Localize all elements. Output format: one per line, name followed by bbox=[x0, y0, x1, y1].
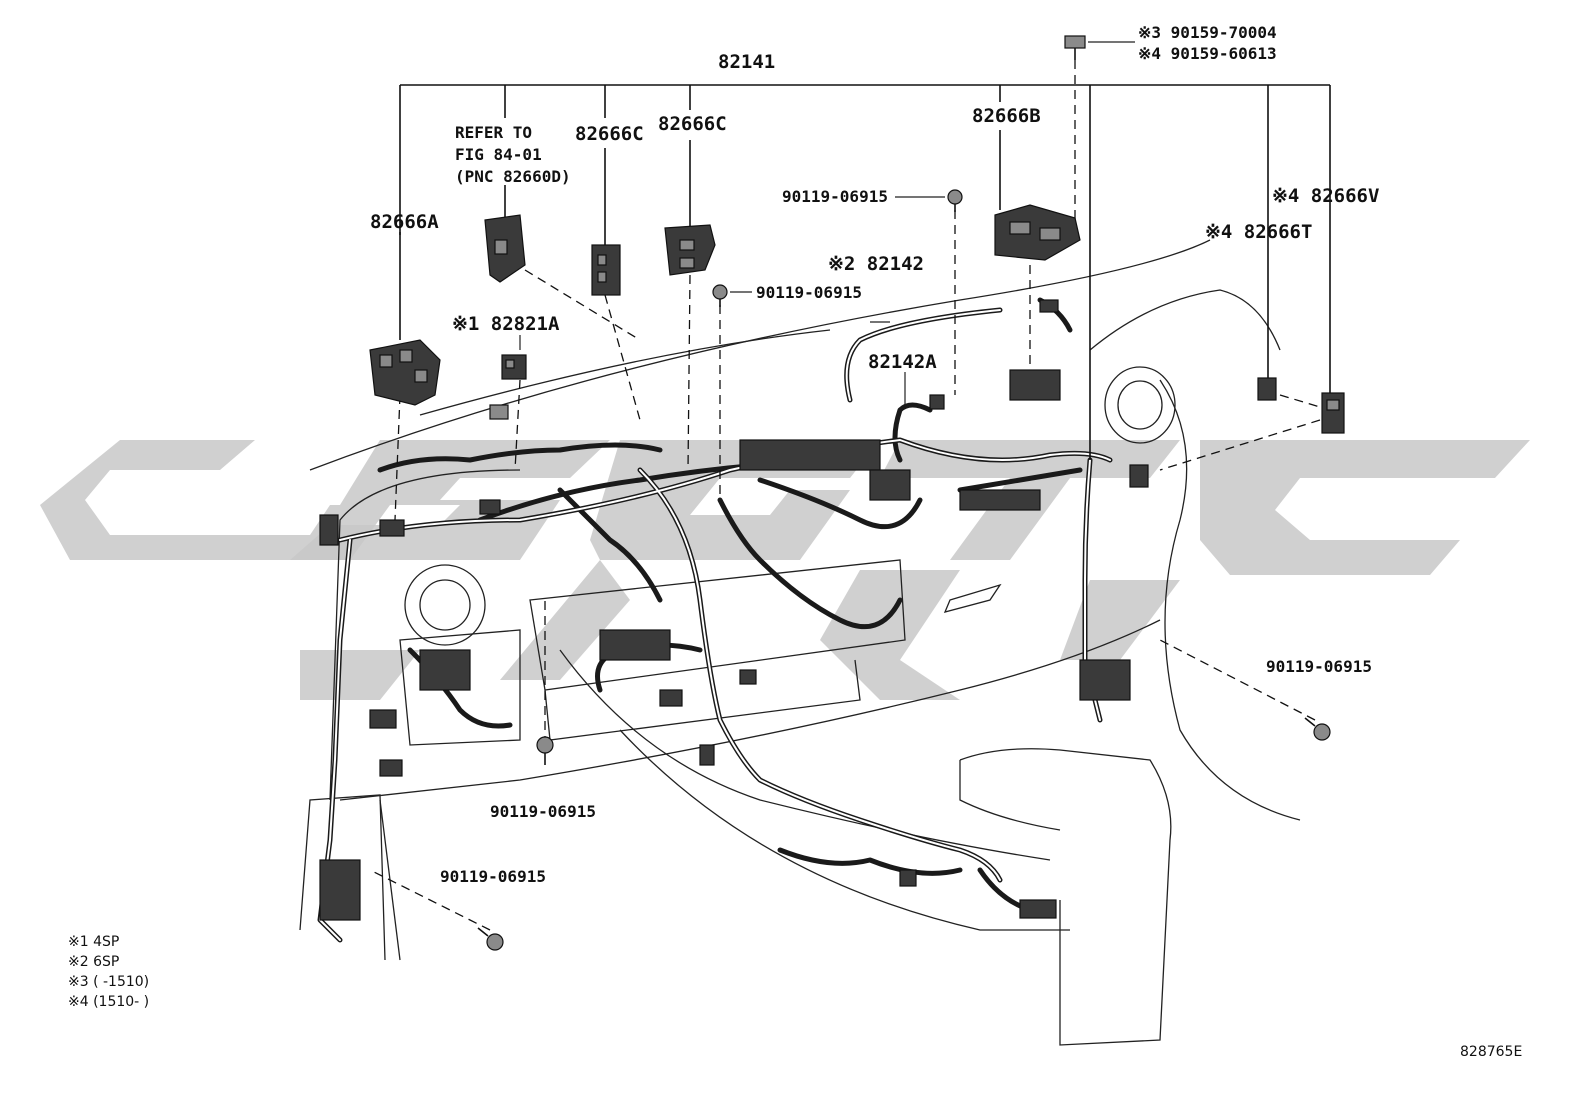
label-82666V: ※4 82666V bbox=[1272, 185, 1379, 207]
part-82660D-connector bbox=[484, 214, 526, 283]
label-screw-b: 90119-06915 bbox=[756, 283, 862, 302]
connector-icon bbox=[1019, 899, 1057, 919]
connector-icon bbox=[1129, 464, 1149, 488]
assembly-dashed-lines bbox=[369, 60, 1331, 931]
main-bracket-82141 bbox=[399, 41, 1331, 460]
connector-icon bbox=[659, 689, 683, 707]
dashboard-outline bbox=[299, 239, 1301, 1046]
label-refer-line2: FIG 84-01 bbox=[455, 145, 542, 164]
connector-icon bbox=[1039, 299, 1059, 313]
junction-block bbox=[419, 649, 471, 691]
part-82666C-2 bbox=[664, 224, 716, 276]
connector-icon bbox=[319, 514, 339, 546]
label-refer-line3: (PNC 82660D) bbox=[455, 167, 571, 186]
connector-icon bbox=[1079, 659, 1131, 701]
note-3: ※3 ( -1510) bbox=[68, 974, 149, 990]
connector-icon bbox=[929, 394, 945, 410]
screw-icon bbox=[712, 284, 728, 307]
label-82666C-2: 82666C bbox=[658, 113, 727, 135]
label-82821A: ※1 82821A bbox=[452, 313, 560, 335]
screw-icon bbox=[536, 736, 554, 765]
label-82666C-1: 82666C bbox=[575, 123, 644, 145]
label-82666T: ※4 82666T bbox=[1205, 221, 1312, 243]
note-2: ※2 6SP bbox=[68, 954, 119, 970]
label-screw-a: 90119-06915 bbox=[782, 187, 888, 206]
connector-icon bbox=[479, 499, 501, 515]
part-labels: 82141 82666A REFER TO FIG 84-01 (PNC 826… bbox=[370, 23, 1379, 886]
connector-icon bbox=[599, 629, 671, 661]
connector-icon bbox=[369, 709, 397, 729]
note-4: ※4 (1510- ) bbox=[68, 994, 149, 1010]
connector-icon bbox=[379, 759, 403, 777]
connector-icon bbox=[869, 469, 911, 501]
label-screw-d: 90119-06915 bbox=[490, 802, 596, 821]
part-82666A bbox=[369, 339, 441, 406]
connector-icon bbox=[699, 744, 715, 766]
screw-icon bbox=[1304, 717, 1331, 741]
part-82666T bbox=[1257, 377, 1277, 401]
connector-icon bbox=[379, 519, 405, 537]
screw-icon bbox=[947, 189, 963, 212]
bolt-icon bbox=[1064, 35, 1086, 60]
label-screw-c: 90119-06915 bbox=[1266, 657, 1372, 676]
label-bolt-90159-70004: ※3 90159-70004 bbox=[1138, 23, 1277, 42]
part-82666B bbox=[994, 204, 1081, 261]
part-82666C-1 bbox=[591, 244, 621, 296]
part-82821A bbox=[501, 354, 527, 380]
label-82142A: 82142A bbox=[868, 351, 937, 373]
connector-icon bbox=[489, 404, 509, 420]
connector-icon bbox=[739, 439, 881, 471]
legend-notes: ※1 4SP ※2 6SP ※3 ( -1510) ※4 (1510- ) bbox=[68, 934, 149, 1010]
wire-harness-82141 bbox=[317, 297, 1113, 943]
screw-icon bbox=[477, 927, 504, 951]
label-screw-e: 90119-06915 bbox=[440, 867, 546, 886]
figure-id: 828765E bbox=[1460, 1044, 1522, 1060]
label-82666A: 82666A bbox=[370, 211, 439, 233]
label-bolt-90159-60613: ※4 90159-60613 bbox=[1138, 44, 1277, 63]
note-1: ※1 4SP bbox=[68, 934, 119, 950]
part-82666V bbox=[1321, 392, 1345, 434]
label-82141: 82141 bbox=[718, 51, 775, 73]
connector-icon bbox=[899, 869, 917, 887]
harness-connectors bbox=[319, 299, 1149, 921]
connector-icon bbox=[1009, 369, 1061, 401]
label-82142: ※2 82142 bbox=[828, 253, 924, 275]
connector-icon bbox=[319, 859, 361, 921]
label-refer-line1: REFER TO bbox=[455, 123, 532, 142]
label-82666B: 82666B bbox=[972, 105, 1041, 127]
connector-icon bbox=[959, 489, 1041, 511]
connector-icon bbox=[739, 669, 757, 685]
